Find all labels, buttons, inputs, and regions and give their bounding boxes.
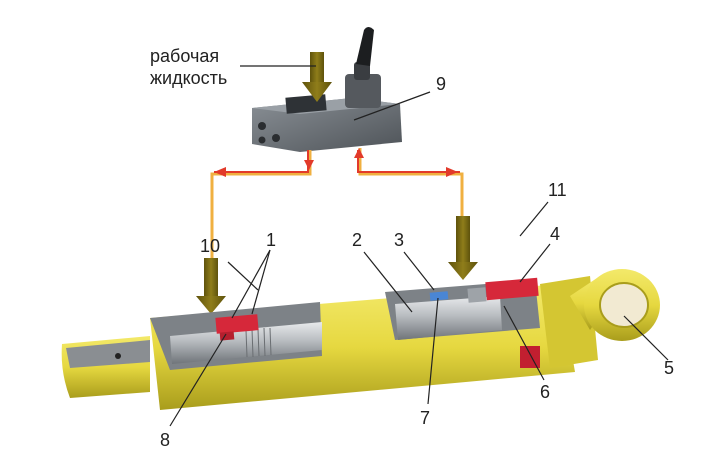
eye-lug-hole [600,283,648,327]
fluid-caption-line1: рабочая [150,46,219,66]
piston-head [467,287,486,303]
callout-4: 4 [550,224,560,244]
down-arrow-icon [302,52,332,102]
hydraulic-cylinder [62,269,660,410]
seal-blue [430,291,449,301]
seal-red-left-lower [220,331,235,340]
valve-port [259,137,266,144]
callout-6: 6 [540,382,550,402]
seal-red-bottom [520,346,540,368]
line-red-right [358,150,460,172]
callout-2: 2 [352,230,362,250]
control-valve [252,27,402,152]
line-red-left [214,150,308,172]
callout-10: 10 [200,236,220,256]
valve-port [272,134,280,142]
flow-arrowhead [354,148,364,158]
callout-3: 3 [394,230,404,250]
clevis-hole [115,353,121,359]
callout-9: 9 [436,74,446,94]
callout-7: 7 [420,408,430,428]
line-orange-right [360,148,462,220]
callout-1: 1 [266,230,276,250]
flow-arrowhead [304,160,314,170]
valve-port [258,122,266,130]
callout-5: 5 [664,358,674,378]
valve-lever-handle [356,27,374,66]
down-arrow-icon [196,258,226,314]
down-arrow-icon [448,216,478,280]
callout-8: 8 [160,430,170,450]
fluid-caption-line2: жидкость [150,68,227,88]
callout-11: 11 [548,180,567,200]
